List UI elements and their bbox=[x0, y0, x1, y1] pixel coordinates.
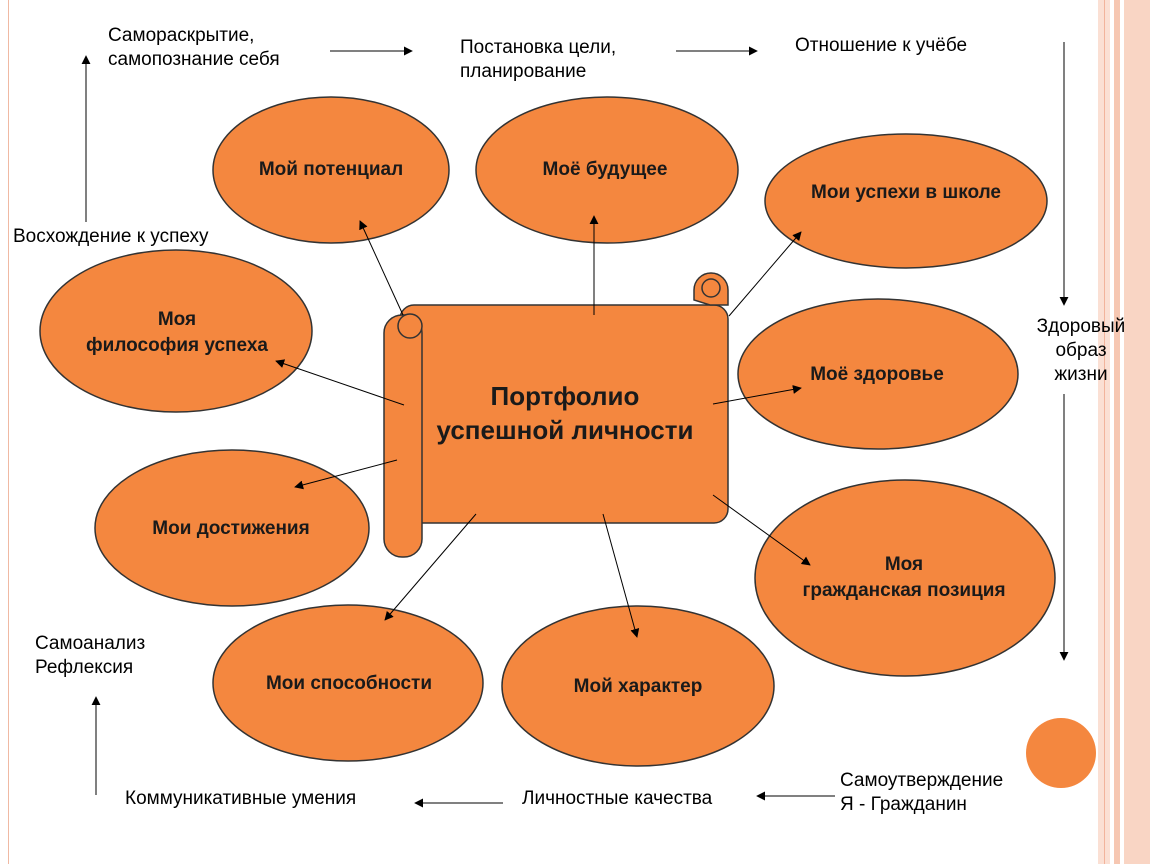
oval-label-health: Моё здоровье bbox=[810, 364, 944, 385]
oval-label-achievements: Мои достижения bbox=[152, 518, 310, 539]
oval-label-philosophy: Моя философия успеха bbox=[86, 309, 268, 356]
slide-frame-right-stripe bbox=[1124, 0, 1150, 864]
oval-label-character: Мой характер bbox=[573, 676, 703, 697]
scroll-shape bbox=[383, 272, 729, 558]
arrow-to-achievements bbox=[294, 459, 398, 490]
arrow-to-abilities bbox=[384, 513, 477, 621]
oval-future bbox=[475, 96, 739, 244]
label-self-analysis: Самоанализ Рефлексия bbox=[35, 633, 146, 678]
label-goal-setting: Постановка цели, планирование bbox=[460, 37, 617, 82]
arrow-to-civic bbox=[712, 494, 811, 566]
arrow-to-character bbox=[602, 513, 640, 638]
slide-frame-right-stripe bbox=[1114, 0, 1120, 864]
decorative-circle bbox=[1026, 718, 1096, 788]
label-attitude-study: Отношение к учёбе bbox=[795, 35, 968, 56]
slide-frame-right-line bbox=[1104, 0, 1105, 864]
oval-civic bbox=[754, 479, 1056, 677]
oval-school-success bbox=[764, 133, 1048, 269]
arrow-to-potential bbox=[359, 220, 404, 316]
oval-label-potential: Мой потенциал bbox=[258, 159, 404, 180]
arrow-to-health bbox=[712, 385, 802, 405]
arrow-to-school-success bbox=[728, 231, 802, 317]
oval-label-abilities: Мои способности bbox=[265, 673, 433, 694]
oval-potential bbox=[212, 96, 450, 244]
oval-label-civic: Моя гражданская позиция bbox=[802, 554, 1006, 601]
oval-health bbox=[737, 298, 1019, 450]
oval-character bbox=[501, 605, 775, 767]
oval-philosophy bbox=[39, 249, 313, 413]
slide-frame-left-line bbox=[8, 0, 9, 864]
label-ascent: Восхождение к успеху bbox=[13, 226, 209, 247]
oval-label-school-success: Мои успехи в школе bbox=[811, 182, 1001, 203]
label-self-affirmation: Самоутверждение Я - Гражданин bbox=[840, 770, 1004, 815]
label-self-disclosure: Самораскрытие, самопознание себя bbox=[108, 25, 280, 70]
label-healthy-life: Здоровый образ жизни bbox=[1036, 316, 1126, 385]
label-communication: Коммуникативные умения bbox=[125, 788, 357, 809]
oval-label-future: Моё будущее bbox=[542, 159, 668, 180]
center-title: Портфолио успешной личности bbox=[436, 381, 694, 445]
arrow-to-philosophy bbox=[275, 359, 405, 406]
oval-abilities bbox=[212, 604, 484, 762]
label-personal-qualities: Личностные качества bbox=[522, 788, 713, 809]
